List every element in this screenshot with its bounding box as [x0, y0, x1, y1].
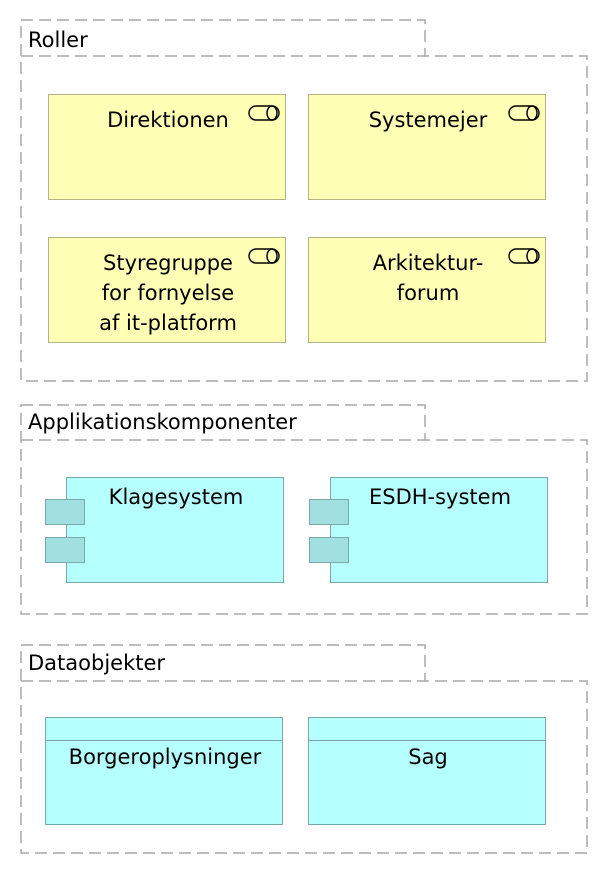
component-label: ESDH-system	[368, 485, 512, 509]
role-label: Arkitektur- forum	[372, 251, 484, 305]
role-label: Systemejer	[368, 108, 488, 132]
dataobject-header	[46, 718, 282, 741]
role-icon	[508, 248, 540, 264]
component-icon	[309, 537, 349, 563]
component-icon	[309, 499, 349, 525]
role-arkitekturforum[interactable]: Arkitektur- forum	[308, 237, 546, 343]
group-label-roller: Roller	[28, 28, 88, 52]
group-label-applikationskomponenter: Applikationskomponenter	[28, 410, 297, 434]
role-icon	[508, 105, 540, 121]
role-direktionen[interactable]: Direktionen	[48, 94, 286, 200]
dataobject-label: Borgeroplysninger	[68, 745, 262, 769]
dataobject-header	[309, 718, 545, 741]
role-styregruppe[interactable]: Styregruppe for fornyelse af it-platform	[48, 237, 286, 343]
component-klagesystem[interactable]: Klagesystem	[45, 477, 284, 583]
group-label-dataobjekter: Dataobjekter	[28, 651, 166, 675]
dataobject-label: Sag	[408, 745, 448, 769]
role-systemejer[interactable]: Systemejer	[308, 94, 546, 200]
role-icon	[248, 105, 280, 121]
component-icon	[45, 499, 85, 525]
component-label: Klagesystem	[108, 485, 244, 509]
component-icon	[45, 537, 85, 563]
component-esdh-system[interactable]: ESDH-system	[309, 477, 548, 583]
role-label: Direktionen	[107, 108, 229, 132]
dataobject-sag[interactable]: Sag	[308, 717, 546, 825]
dataobject-borgeroplysninger[interactable]: Borgeroplysninger	[45, 717, 283, 825]
role-icon	[248, 248, 280, 264]
role-label: Styregruppe for fornyelse af it-platform	[99, 251, 237, 335]
